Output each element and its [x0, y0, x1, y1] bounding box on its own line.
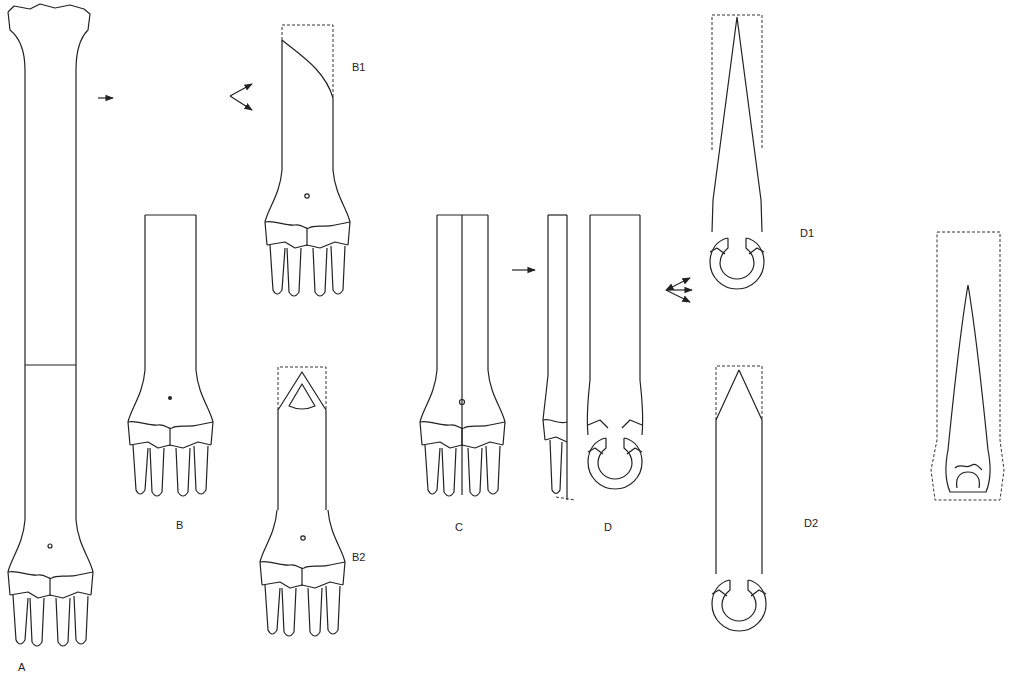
figure-label: B — [176, 520, 183, 531]
figure-label: A — [18, 662, 25, 673]
figure-label: D — [604, 522, 612, 533]
figure-label: D1 — [800, 228, 814, 239]
figure-label: D2 — [804, 518, 818, 529]
figure-label: B1 — [352, 62, 365, 73]
figure-label: B2 — [352, 552, 365, 563]
figure-label: C — [455, 522, 463, 533]
